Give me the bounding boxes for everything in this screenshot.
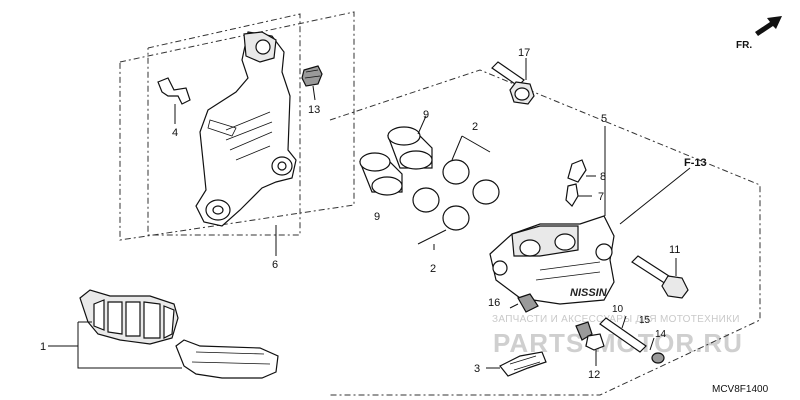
caliper-outline xyxy=(329,69,761,396)
callout-17: 17 xyxy=(518,47,530,59)
callout-15: 15 xyxy=(639,315,651,326)
part-caliper-bracket-6 xyxy=(195,31,297,256)
part-pad-clip-16 xyxy=(509,293,539,313)
part-clip-4 xyxy=(157,77,191,124)
callout-13: 13 xyxy=(308,104,320,116)
direction-label: FR. xyxy=(736,40,752,51)
part-bolt-17 xyxy=(491,58,535,105)
callout-16: 16 xyxy=(488,297,500,309)
callout-9-upper: 9 xyxy=(423,109,429,121)
part-bleeder-cap-8 xyxy=(567,159,596,183)
part-pin-bolt-11 xyxy=(631,255,689,299)
front-direction-indicator: FR. xyxy=(736,16,782,51)
bracket-outline xyxy=(119,11,355,241)
callout-11: 11 xyxy=(669,244,680,256)
reference-label-f13: F-13 xyxy=(684,157,707,169)
callout-6: 6 xyxy=(272,259,278,271)
diagram-code: MCV8F1400 xyxy=(712,384,769,395)
callout-8: 8 xyxy=(600,171,606,183)
callout-1: 1 xyxy=(40,341,46,353)
part-caliper-body-5: NISSIN xyxy=(489,126,615,305)
part-pistons-9 xyxy=(359,115,433,196)
assembly-outlines xyxy=(119,11,761,396)
caliper-brand-label: NISSIN xyxy=(570,287,608,299)
callout-labels: 1 2 2 3 4 5 6 7 8 9 9 10 11 12 13 14 15 … xyxy=(40,47,707,381)
callout-7: 7 xyxy=(598,191,604,203)
part-pad-pin-10-15 xyxy=(599,315,647,353)
callout-10: 10 xyxy=(612,304,624,315)
part-bleeder-valve-7 xyxy=(565,183,592,207)
reference-f13 xyxy=(619,167,691,225)
callout-2-upper: 2 xyxy=(472,121,478,133)
part-brake-pads-1 xyxy=(48,289,279,379)
callout-3: 3 xyxy=(474,363,480,375)
part-pad-spring-3 xyxy=(486,351,547,377)
watermark-tagline: ЗАПЧАСТИ И АКСЕССУАРЫ ДЛЯ МОТОТЕХНИКИ xyxy=(492,314,740,325)
callout-14: 14 xyxy=(655,329,667,340)
part-nut-13 xyxy=(301,65,323,101)
bracket-inner-outline xyxy=(147,13,301,236)
direction-arrow-icon xyxy=(755,16,782,36)
callout-4: 4 xyxy=(172,127,178,139)
callout-2-lower: 2 xyxy=(430,263,436,275)
callout-9-lower: 9 xyxy=(374,211,380,223)
part-pin-plug-12 xyxy=(575,321,605,366)
callout-12: 12 xyxy=(588,369,600,381)
part-plug-14 xyxy=(649,337,665,364)
callout-5: 5 xyxy=(601,113,607,125)
part-seals-2 xyxy=(412,135,500,250)
